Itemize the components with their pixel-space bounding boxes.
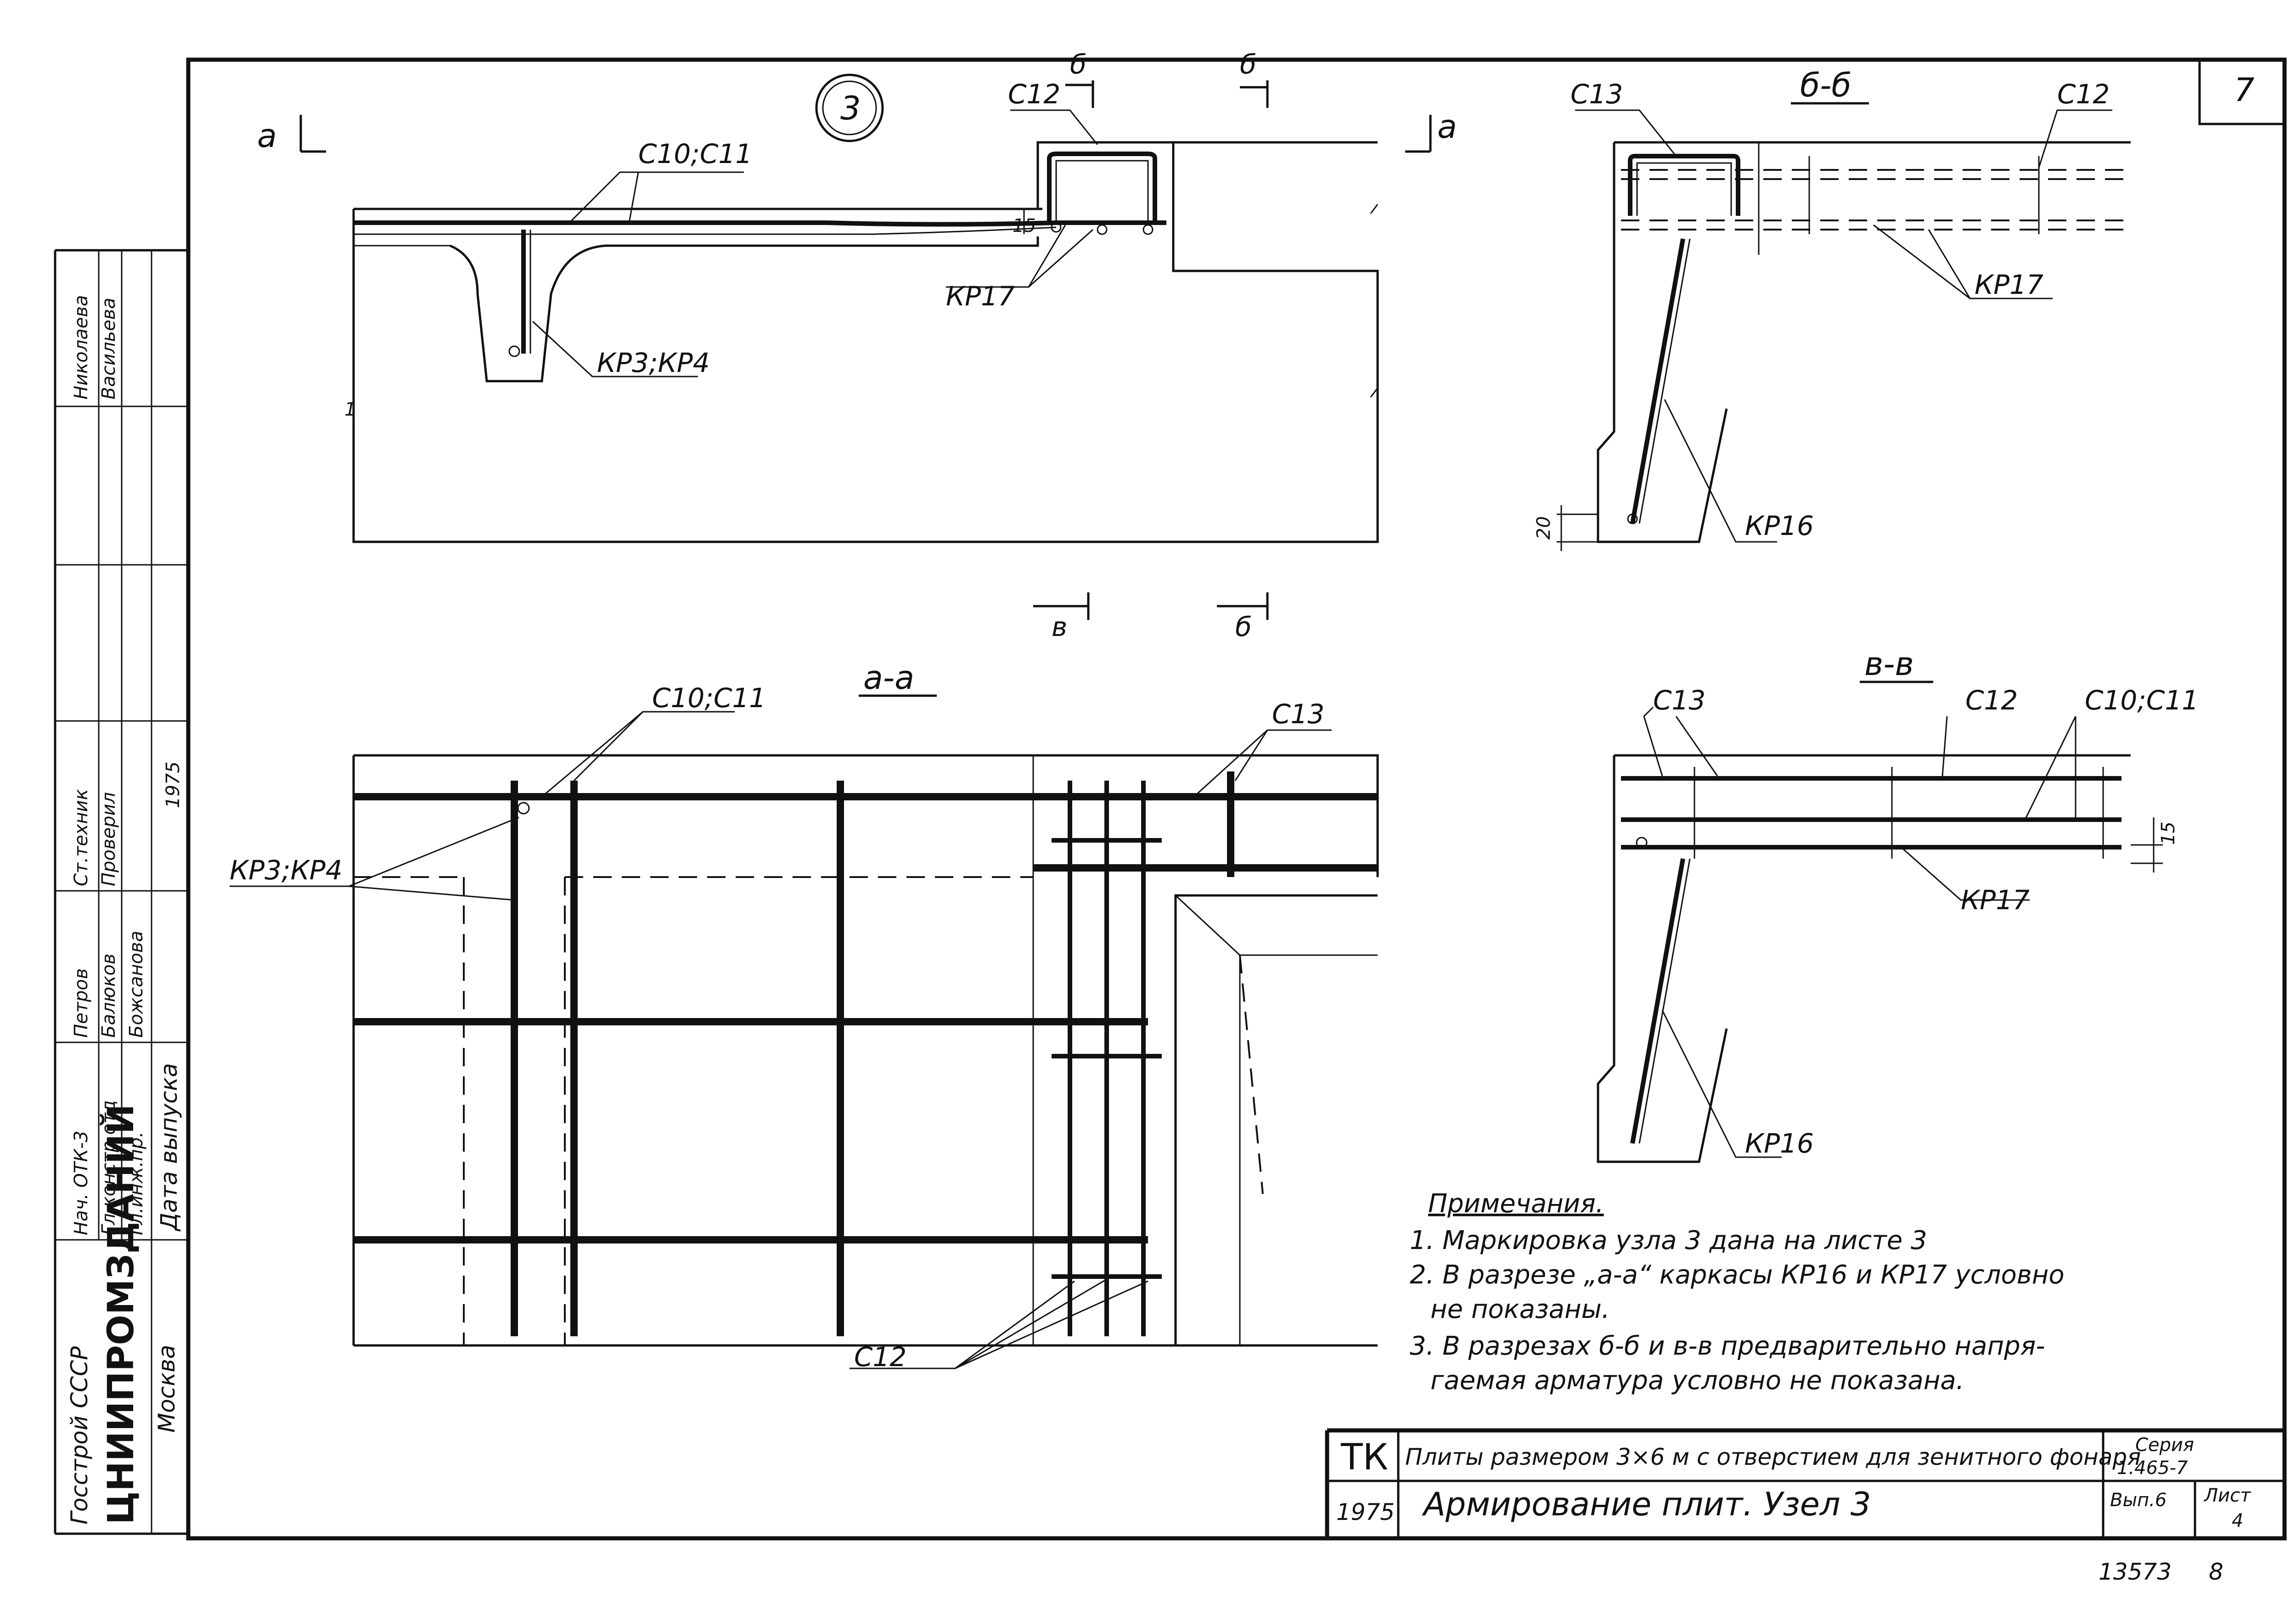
label-kr17-b: КР17: [1975, 269, 2043, 300]
tb-code: ТК: [1340, 1437, 1388, 1478]
section-marker-a-left: [299, 115, 326, 153]
note-3-cont: гаемая арматура условно не показана.: [1430, 1366, 1964, 1395]
section-v-leaders: [1643, 706, 2077, 1158]
tb-series-label: Серия: [2135, 1435, 2194, 1456]
plan-a-a: [352, 754, 1379, 1347]
elevation-leaders: [532, 109, 1098, 377]
stamp-city: Москва: [153, 1345, 180, 1433]
tb-description: Плиты размером 3×6 м с отверстием для зе…: [1405, 1444, 2141, 1470]
side-stamp: [55, 250, 188, 1534]
stamp-role-1: Нач. ОТК-3: [71, 1131, 92, 1235]
stamp-ministry: Госстрой СССР: [66, 1346, 93, 1525]
label-c12-elev: С12: [1008, 79, 1060, 110]
section-marker-v-bottom-2: [1217, 592, 1269, 620]
plan-leaders: [230, 711, 1332, 1369]
tb-sheet-value: 4: [2232, 1510, 2243, 1531]
label-c10-c11-v: С10;С11: [2085, 685, 2199, 716]
title-block: [1325, 1428, 2285, 1538]
section-marker-a-left-label: а: [257, 117, 277, 155]
stamp-role-3: Гл.инж.пр.: [126, 1131, 147, 1235]
label-c12-plan: С12: [854, 1341, 906, 1373]
tb-issue-label: Вып.6: [2110, 1490, 2167, 1511]
section-marker-a-right: [1405, 115, 1432, 153]
section-b-leaders: [1575, 109, 2112, 543]
section-marker-b-top-2-label: б: [1240, 49, 1256, 80]
label-kr16-v: КР16: [1745, 1128, 1814, 1159]
sheet-number: 7: [2234, 71, 2255, 109]
section-marker-a-right-label: а: [1437, 108, 1457, 146]
break-mark-1: 1: [344, 399, 356, 420]
label-kr16-b: КР16: [1745, 510, 1814, 541]
stamp-name-2: Балюков: [98, 954, 119, 1038]
label-kr17-v: КР17: [1961, 884, 2030, 916]
section-v-v: [1597, 754, 2163, 1163]
section-marker-b-top-1: [1065, 80, 1094, 108]
label-c12-b: С12: [2057, 79, 2110, 110]
note-1: 1. Маркировка узла 3 дана на листе 3: [1410, 1226, 1927, 1255]
archive-page: 8: [2209, 1559, 2223, 1585]
section-marker-v-bottom-1-label: в: [1052, 611, 1067, 642]
section-b-b: [1557, 141, 2131, 551]
label-c10-c11-elev: С10;С11: [638, 138, 752, 169]
label-c10-c11-plan: С10;С11: [652, 682, 766, 714]
section-v-title: в-в: [1864, 645, 1914, 683]
section-marker-v-bottom-1: [1033, 592, 1090, 620]
node-circle: [815, 73, 884, 142]
section-marker-b-top-2: [1240, 80, 1269, 108]
label-kr3-kr4-elev: КР3;КР4: [597, 347, 710, 378]
stamp-institute: ЦНИИПРОМЗДАНИЙ: [100, 1104, 142, 1525]
stamp-release-date: Дата выпуска: [156, 1063, 182, 1232]
label-kr3-kr4-plan: КР3;КР4: [230, 855, 343, 886]
section-marker-v-bottom-2-label: б: [1235, 611, 1252, 642]
stamp-name-3: Божсанова: [126, 931, 147, 1038]
notes-heading: Примечания.: [1428, 1189, 1604, 1219]
elevation-view: [352, 141, 1379, 543]
tb-sheet-label: Лист: [2203, 1485, 2251, 1506]
stamp-role-2: Гл.констр.отд: [98, 1100, 119, 1235]
stamp-name-1: Петров: [71, 968, 92, 1038]
label-c13-b: С13: [1570, 79, 1623, 110]
stamp-name-5: Васильева: [98, 298, 119, 400]
label-c13-plan: С13: [1272, 698, 1324, 730]
stamp-name-4: Николаева: [71, 295, 92, 400]
tb-drawing-title: Армирование плит. Узел 3: [1422, 1485, 1871, 1523]
tb-year: 1975: [1336, 1499, 1395, 1525]
node-number: 3: [840, 90, 861, 127]
label-c12-v: С12: [1965, 685, 2018, 716]
sheet-frame: [54, 57, 2287, 1541]
dim-15-v: 15: [2158, 822, 2179, 845]
label-c13-v: С13: [1653, 685, 1705, 716]
label-kr17-elev: КР17: [946, 281, 1015, 312]
tb-series-value: 1.465-7: [2117, 1457, 2188, 1479]
stamp-role-5: Проверил: [98, 792, 119, 886]
archive-number: 13573: [2099, 1559, 2172, 1585]
note-2-cont: не показаны.: [1430, 1294, 1610, 1324]
stamp-year: 1975: [163, 761, 184, 808]
section-marker-b-top-1-label: б: [1070, 49, 1086, 80]
dim-20-b: 20: [1533, 516, 1554, 540]
note-2: 2. В разрезе „а-а“ каркасы КР16 и КР17 у…: [1410, 1260, 2065, 1290]
dim-15-elev: 15: [1013, 215, 1036, 236]
section-b-title: б-б: [1800, 67, 1851, 104]
plan-a-a-title: а-а: [863, 659, 914, 697]
stamp-role-4: Ст.техник: [71, 789, 92, 886]
note-3: 3. В разрезах б-б и в-в предварительно н…: [1410, 1331, 2045, 1361]
notes-block: Примечания. 1. Маркировка узла 3 дана на…: [1410, 1189, 2065, 1395]
